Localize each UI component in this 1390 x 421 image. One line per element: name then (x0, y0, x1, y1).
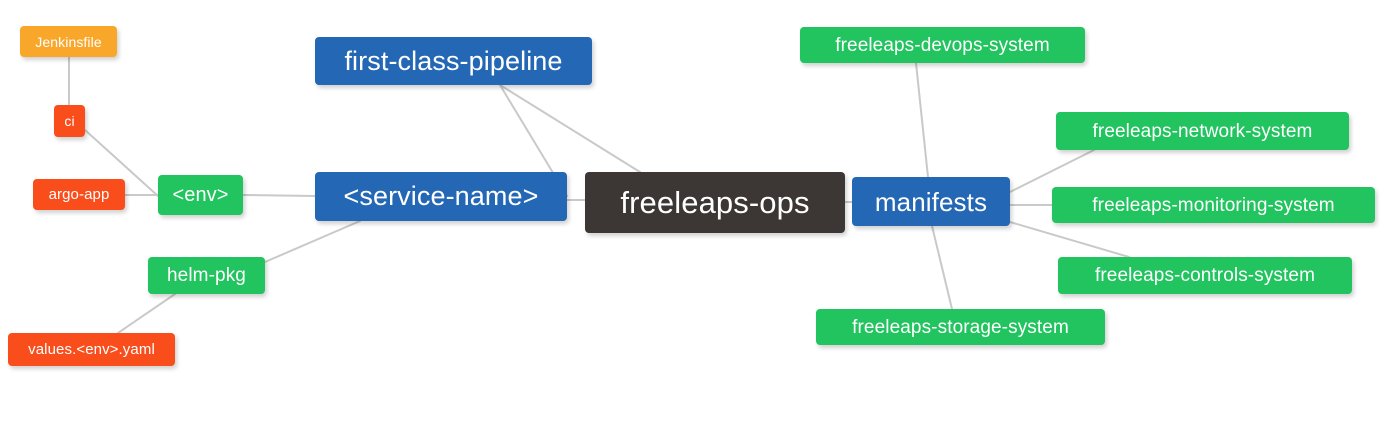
edge-manifests-to-storage-system (931, 225, 953, 310)
edge-env-to-service-name (242, 194, 316, 197)
node-values-yaml[interactable]: values.<env>.yaml (8, 333, 175, 366)
node-label-jenkinsfile: Jenkinsfile (35, 33, 102, 50)
node-label-manifests: manifests (874, 186, 988, 217)
node-label-network-system: freeleaps-network-system (1092, 120, 1313, 142)
node-ci[interactable]: ci (54, 105, 85, 137)
node-label-ci: ci (64, 113, 75, 129)
node-label-argo-app: argo-app (48, 186, 110, 203)
node-label-service-name: <service-name> (343, 181, 539, 211)
node-label-first-class-pipeline: first-class-pipeline (344, 45, 563, 76)
node-controls-system[interactable]: freeleaps-controls-system (1058, 257, 1352, 294)
node-argo-app[interactable]: argo-app (33, 179, 125, 210)
edge-first-class-pipeline-to-freeleaps-ops (499, 84, 641, 173)
node-label-controls-system: freeleaps-controls-system (1094, 265, 1316, 286)
node-label-devops-system: freeleaps-devops-system (835, 34, 1050, 56)
node-label-values-yaml: values.<env>.yaml (28, 341, 155, 358)
node-label-env: <env> (172, 184, 229, 206)
node-monitoring-system[interactable]: freeleaps-monitoring-system (1052, 187, 1375, 223)
edge-service-name-to-helm-pkg (264, 220, 361, 263)
node-service-name[interactable]: <service-name> (315, 172, 567, 221)
node-helm-pkg[interactable]: helm-pkg (148, 257, 265, 294)
edge-manifests-to-network-system (1009, 149, 1095, 193)
edge-manifests-to-devops-system (915, 62, 929, 178)
node-freeleaps-ops[interactable]: freeleaps-ops (585, 172, 845, 233)
node-label-storage-system: freeleaps-storage-system (852, 316, 1069, 338)
node-network-system[interactable]: freeleaps-network-system (1056, 112, 1349, 150)
node-label-helm-pkg: helm-pkg (167, 265, 246, 286)
node-label-monitoring-system: freeleaps-monitoring-system (1092, 194, 1335, 216)
node-manifests[interactable]: manifests (852, 177, 1010, 226)
edge-manifests-to-controls-system (1009, 221, 1130, 258)
node-storage-system[interactable]: freeleaps-storage-system (816, 309, 1105, 345)
node-devops-system[interactable]: freeleaps-devops-system (800, 27, 1085, 63)
node-env[interactable]: <env> (158, 175, 243, 215)
node-label-freeleaps-ops: freeleaps-ops (620, 185, 810, 220)
node-first-class-pipeline[interactable]: first-class-pipeline (315, 37, 592, 85)
node-jenkinsfile[interactable]: Jenkinsfile (20, 26, 117, 57)
edge-helm-pkg-to-values-yaml (117, 293, 176, 334)
